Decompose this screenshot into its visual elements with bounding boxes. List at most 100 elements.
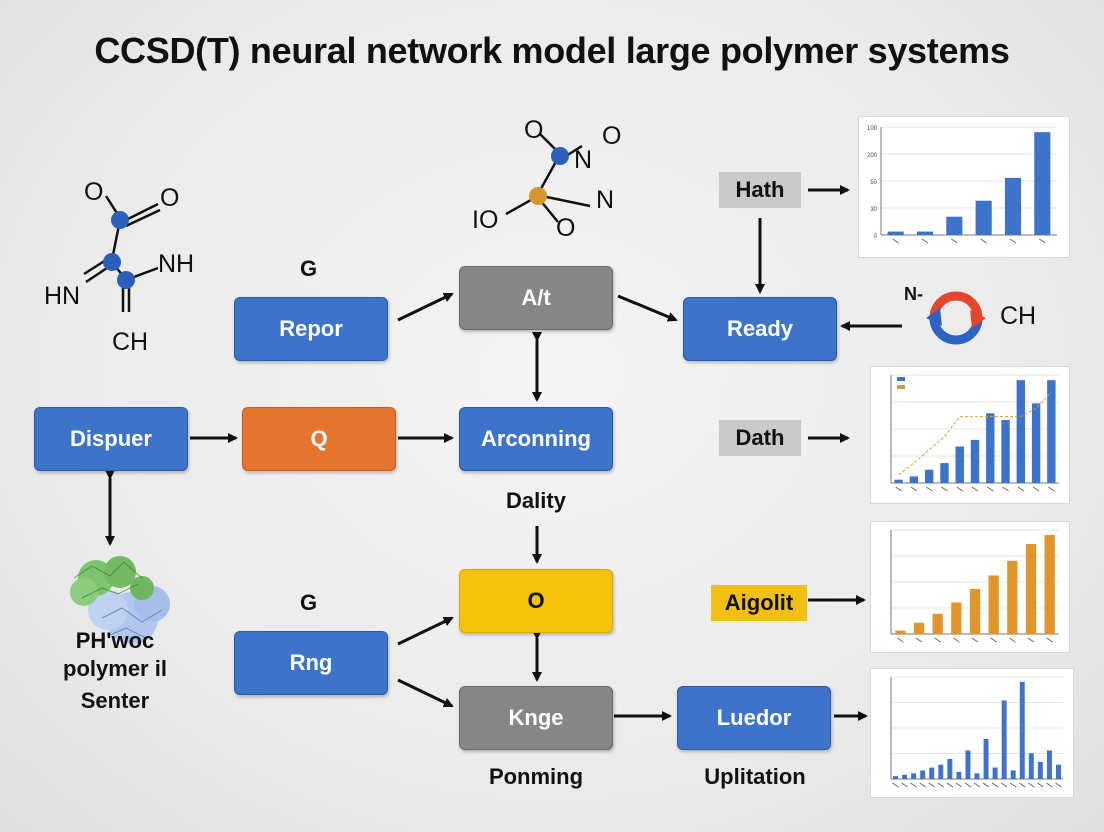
bar — [909, 476, 919, 483]
x-tick-label — [964, 782, 972, 788]
bar — [893, 776, 899, 779]
bar — [1031, 403, 1041, 483]
mol-top-n2: N — [596, 186, 615, 214]
node-o[interactable]: O — [459, 569, 613, 633]
y-tick-label: 0 — [874, 234, 878, 240]
bar — [988, 575, 999, 634]
bar — [1025, 543, 1037, 634]
mol-top-o2: O — [602, 122, 622, 150]
x-tick-label — [1039, 238, 1046, 244]
x-tick-label — [925, 486, 933, 492]
x-tick-label — [910, 782, 917, 788]
label-polymer-line2: polymer il — [63, 656, 167, 681]
bar — [1019, 681, 1025, 779]
label-polymer-line1: PH'woc — [75, 628, 155, 653]
mol-left-ch: CH — [112, 328, 149, 356]
x-tick-label — [941, 486, 948, 492]
x-tick-label — [928, 782, 936, 788]
node-repor[interactable]: Repor — [234, 297, 388, 361]
tag-dath: Dath — [719, 420, 801, 456]
legend-swatch — [897, 385, 905, 389]
x-tick-label — [973, 782, 981, 788]
x-tick-label — [955, 782, 963, 788]
x-tick-label — [1046, 637, 1053, 643]
x-tick-label — [982, 782, 990, 788]
node-knge[interactable]: Knge — [459, 686, 613, 750]
x-tick-label — [1046, 782, 1053, 788]
bar — [975, 200, 992, 235]
x-tick-label — [1009, 238, 1017, 244]
node-rng[interactable]: Rng — [234, 631, 388, 695]
bar — [986, 413, 995, 483]
bar — [920, 770, 926, 779]
bar — [992, 767, 998, 779]
bar — [983, 739, 989, 779]
bar — [1055, 764, 1061, 779]
bar — [955, 446, 964, 483]
tag-aigolit: Aigolit — [711, 585, 807, 621]
bar — [947, 759, 953, 779]
bar — [924, 469, 934, 483]
x-tick-label — [921, 238, 929, 244]
mol-top-io: IO — [472, 206, 499, 234]
x-tick-label — [953, 637, 960, 643]
bar — [1004, 177, 1022, 235]
y-tick-label: 100 — [867, 126, 878, 132]
bar — [887, 231, 904, 235]
label-g-bottom: G — [300, 590, 318, 615]
arrow-rng-o — [397, 616, 454, 646]
bar — [970, 439, 980, 483]
arrow-at-ready — [617, 294, 678, 322]
polymer-cluster-image — [70, 556, 170, 644]
x-tick-label — [915, 637, 923, 643]
chart-2 — [870, 366, 1070, 504]
bar — [1037, 761, 1043, 779]
x-tick-label — [1002, 486, 1009, 492]
x-tick-label — [971, 486, 979, 492]
bar — [951, 602, 962, 634]
bar — [1016, 380, 1026, 483]
x-tick-label — [990, 637, 997, 643]
node-luedor[interactable]: Luedor — [677, 686, 831, 750]
x-tick-label — [986, 486, 994, 492]
node-at[interactable]: A/t — [459, 266, 613, 330]
bar — [974, 773, 980, 779]
bar — [913, 622, 925, 634]
tag-hath: Hath — [719, 172, 801, 208]
x-tick-label — [895, 486, 902, 492]
bar — [1046, 750, 1052, 779]
node-arconning[interactable]: Arconning — [459, 407, 613, 471]
x-tick-label — [980, 238, 987, 244]
series-line — [898, 391, 1052, 476]
bar — [1044, 534, 1055, 634]
x-tick-label — [1055, 782, 1062, 788]
arrow-repor-at — [397, 292, 454, 322]
label-dality: Dality — [506, 488, 566, 513]
mol-top-o3: O — [556, 214, 576, 242]
chart-4 — [870, 668, 1074, 798]
x-tick-label — [892, 238, 899, 244]
bar — [916, 231, 934, 235]
arrow-rng-knge — [397, 678, 454, 708]
label-g-top: G — [300, 256, 318, 281]
cycle-arrows-icon — [926, 291, 986, 345]
page-title: CCSD(T) neural network model large polym… — [94, 30, 1010, 71]
bar — [1001, 419, 1010, 483]
node-q[interactable]: Q — [242, 407, 396, 471]
node-ready[interactable]: Ready — [683, 297, 837, 361]
x-tick-label — [897, 637, 904, 643]
molecule-left-diagram — [83, 195, 161, 312]
cycle-n-label: N- — [904, 284, 923, 304]
bar — [938, 764, 944, 779]
x-tick-label — [937, 782, 945, 788]
bar — [895, 630, 906, 634]
x-tick-label — [1009, 637, 1016, 643]
bar — [940, 463, 949, 483]
bar — [929, 767, 935, 779]
node-dispuer[interactable]: Dispuer — [34, 407, 188, 471]
label-uplitation: Uplitation — [704, 764, 806, 789]
bar — [902, 774, 908, 779]
x-tick-label — [934, 637, 941, 643]
